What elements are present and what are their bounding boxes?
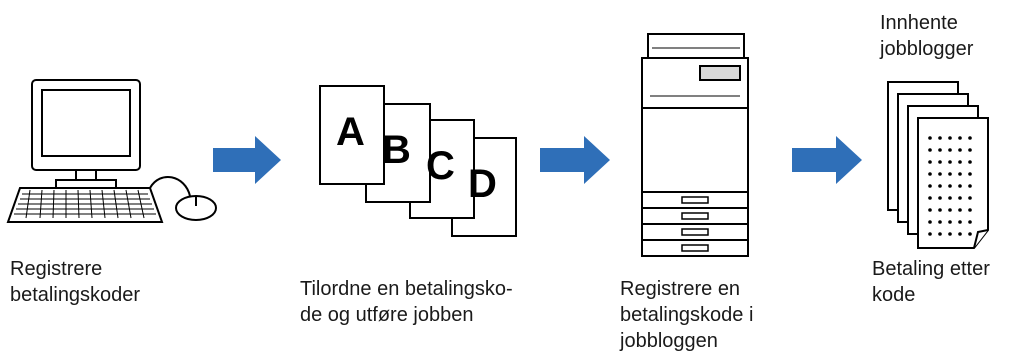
- document-letter-a: A: [336, 110, 365, 154]
- step-4-caption: Betaling etter kode: [872, 258, 990, 306]
- step-1-caption: Registrere betalingskoder: [10, 258, 141, 306]
- job-log-pages-icon: [887, 81, 989, 249]
- step-3-caption: Registrere en betalingskode i jobbloggen: [620, 278, 754, 352]
- document-letter-c: C: [426, 144, 455, 188]
- document-letter-b: B: [382, 128, 411, 172]
- arrow-2: [540, 136, 610, 184]
- step-2-caption: Tilordne en betalingsko- de og utføre jo…: [300, 278, 513, 326]
- arrow-1: [213, 136, 281, 184]
- document-letter-d: D: [468, 162, 497, 206]
- printer-icon: [641, 33, 749, 257]
- arrow-3: [792, 136, 862, 184]
- computer-icon: [6, 79, 217, 223]
- documents-icon: [319, 85, 517, 237]
- job-log-dots: [928, 136, 972, 236]
- job-log-title: Innhente jobblogger: [880, 12, 974, 60]
